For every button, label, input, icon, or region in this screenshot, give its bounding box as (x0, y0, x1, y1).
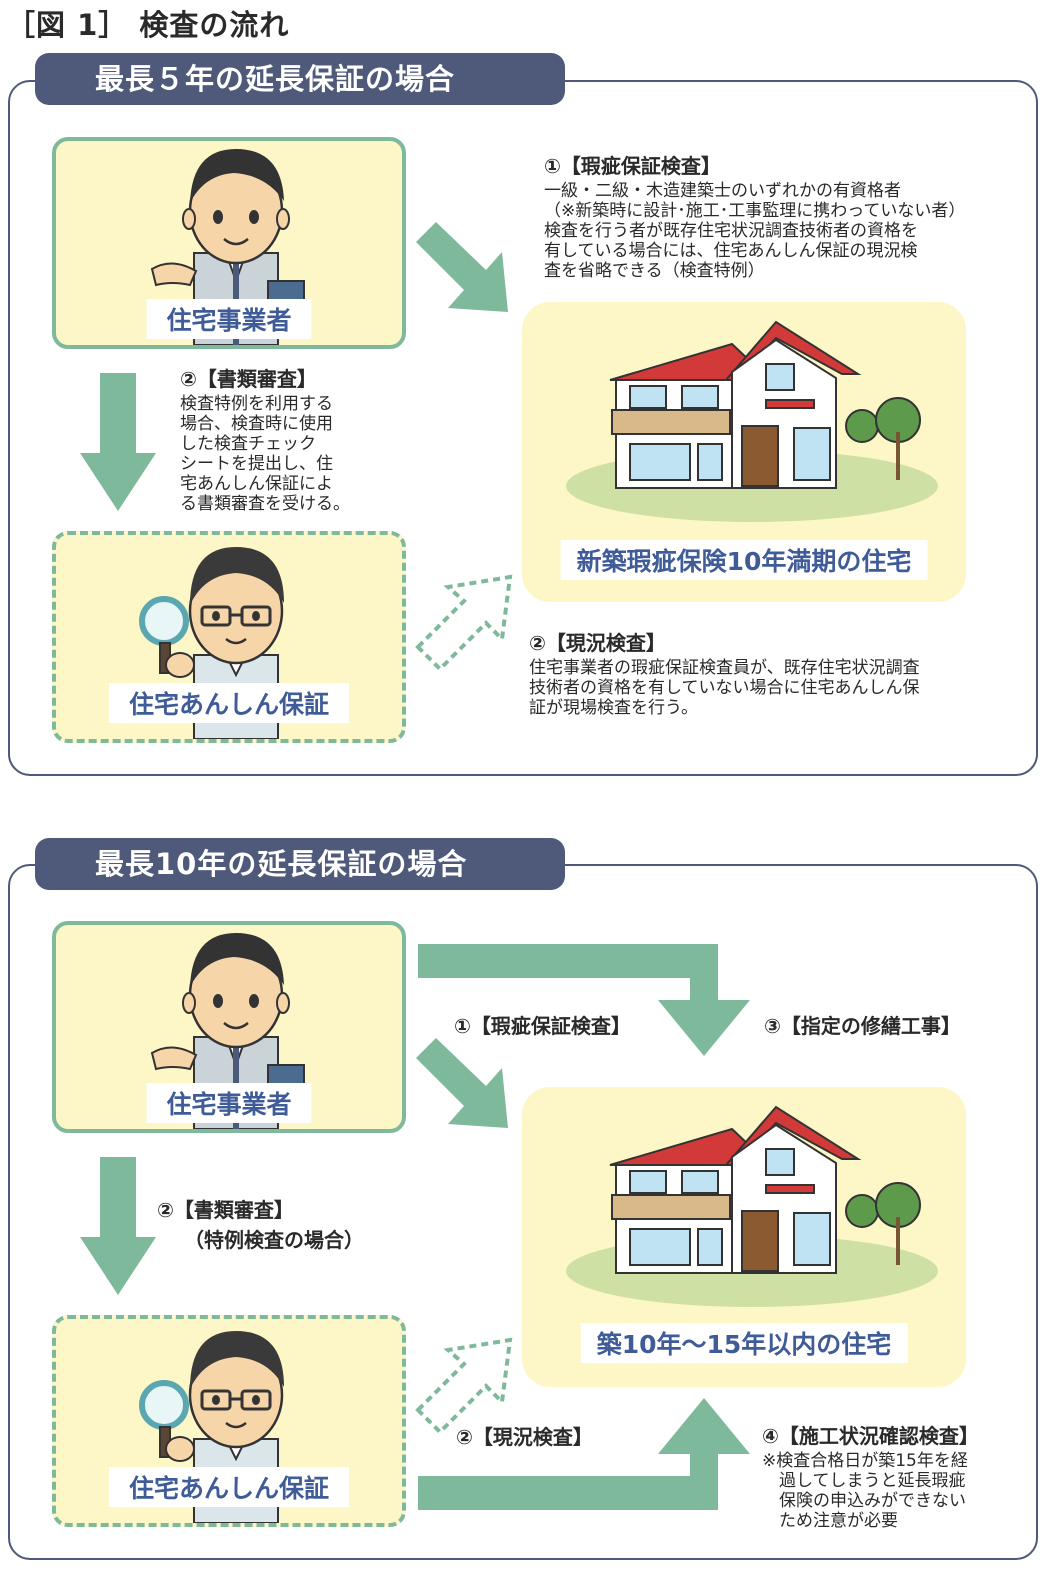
section2-step1-heading: ①【瑕疵保証検査】 (454, 1014, 631, 1038)
section2-inspector-card: 住宅あんしん保証 (52, 1315, 406, 1527)
section1-step2-site-body: 住宅事業者の瑕疵保証検査員が、既存住宅状況調査 技術者の資格を有していない場合に… (529, 658, 920, 718)
section2-step4-annotation: ④【施工状況確認検査】 ※検査合格日が築15年を経 過してしまうと延長瑕疵 保険… (762, 1423, 1032, 1531)
section1-house-box: 新築瑕疵保険10年満期の住宅 (522, 302, 966, 602)
section2-builder-label: 住宅事業者 (146, 1083, 312, 1123)
arrow-down-docs-2 (80, 1157, 156, 1295)
arrow-builder-to-repair (418, 944, 750, 1056)
section2-step2-site-heading: ②【現況検査】 (456, 1425, 593, 1449)
section1-step1-heading: ①【瑕疵保証検査】 (544, 154, 721, 178)
arrow-inspector-to-house-2 (415, 1337, 513, 1435)
section2-house-label: 築10年～15年以内の住宅 (580, 1323, 908, 1363)
section2-tab-title: 最長10年の延長保証の場合 (35, 838, 565, 890)
section1-tab-title: 最長５年の延長保証の場合 (35, 53, 565, 105)
section1-step2-site-heading: ②【現況検査】 (529, 631, 666, 655)
section1-step2-site-annotation: ②【現況検査】 住宅事業者の瑕疵保証検査員が、既存住宅状況調査 技術者の資格を有… (529, 630, 1009, 718)
figure-title: ［図 1］ 検査の流れ (6, 8, 290, 42)
section1-step2-docs-body: 検査特例を利用する 場合、検査時に使用 した検査チェック シートを提出し、住 宅… (180, 394, 350, 514)
section1-builder-label: 住宅事業者 (146, 299, 312, 339)
section2-step4-heading: ④【施工状況確認検査】 (762, 1424, 979, 1448)
arrow-inspector-to-house-1 (415, 574, 513, 672)
section2-house-box: 築10年～15年以内の住宅 (522, 1087, 966, 1387)
section1-inspector-card: 住宅あんしん保証 (52, 531, 406, 743)
section2-step2-docs-sub: （特例検査の場合） (184, 1228, 364, 1252)
section2-step3-heading: ③【指定の修繕工事】 (764, 1014, 961, 1038)
arrow-builder-to-house-2 (416, 1038, 508, 1128)
section1-builder-card: 住宅事業者 (52, 137, 406, 349)
house-illustration (566, 320, 938, 522)
section2-inspector-label: 住宅あんしん保証 (108, 1467, 350, 1507)
house-illustration (566, 1105, 938, 1307)
arrow-down-docs-1 (80, 373, 156, 511)
inspector-illustration (139, 547, 284, 739)
arrow-builder-to-house-1 (416, 222, 508, 312)
section1-step1-body: 一級・二級・木造建築士のいずれかの有資格者 （※新築時に設計･施工･工事監理に携… (544, 181, 966, 281)
section1-step2-docs-annotation: ②【書類審査】 検査特例を利用する 場合、検査時に使用 した検査チェック シート… (180, 366, 380, 514)
arrow-inspector-to-final-check (418, 1398, 750, 1510)
section2-builder-card: 住宅事業者 (52, 921, 406, 1133)
section1-step1-annotation: ①【瑕疵保証検査】 一級・二級・木造建築士のいずれかの有資格者 （※新築時に設計… (544, 153, 1014, 281)
section2-step2-docs-heading: ②【書類審査】 (157, 1198, 294, 1222)
section1-step2-docs-heading: ②【書類審査】 (180, 367, 317, 391)
section1-inspector-label: 住宅あんしん保証 (108, 683, 350, 723)
section1-house-label: 新築瑕疵保険10年満期の住宅 (560, 540, 928, 580)
section2-step4-body: ※検査合格日が築15年を経 過してしまうと延長瑕疵 保険の申込みができない ため… (762, 1451, 968, 1531)
